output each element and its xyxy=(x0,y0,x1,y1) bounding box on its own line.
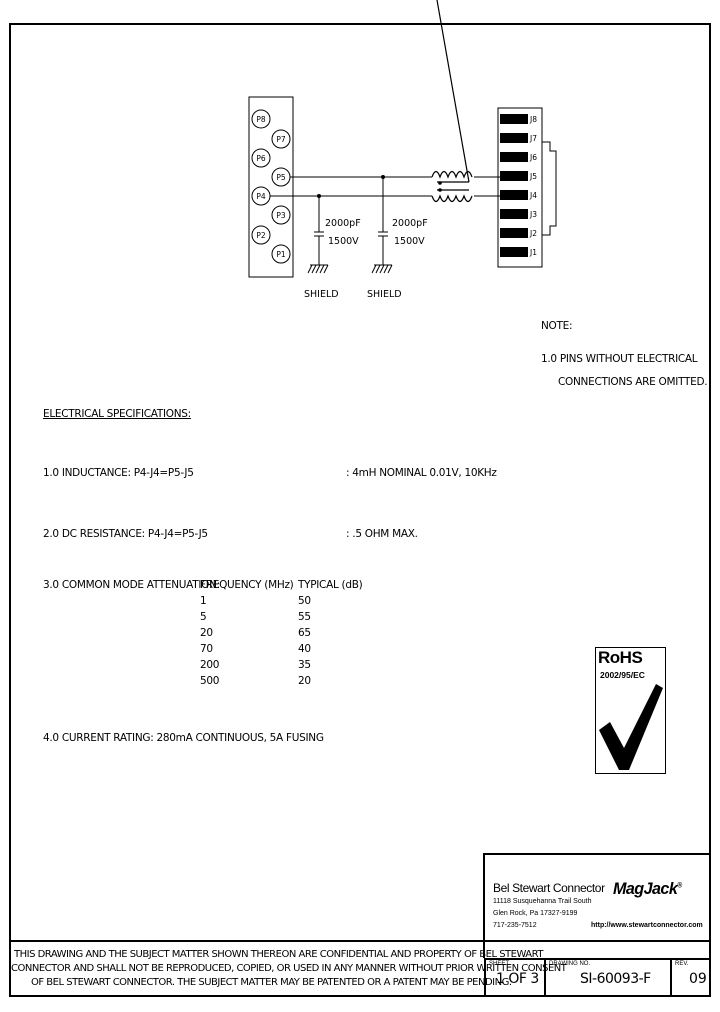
pin-label-p2: P2 xyxy=(256,231,266,240)
company-phone: 717-235-7512 xyxy=(493,922,537,929)
magjack-logo-text: MagJack xyxy=(613,879,678,898)
spec-inductance-label: 1.0 INDUCTANCE: P4-J4=P5-J5 xyxy=(43,467,194,479)
attenuation-freq-cell: 5 xyxy=(200,611,207,623)
polarity-dot xyxy=(438,181,442,185)
drawing-sheet-border xyxy=(9,23,711,997)
drawing-number-cell: DRAWING NO. SI-60093-F xyxy=(544,958,670,997)
attenuation-col-typical: TYPICAL (dB) xyxy=(298,579,363,591)
company-name: Bel Stewart Connector xyxy=(493,881,605,895)
jack-contacts xyxy=(500,114,528,257)
spec-dc-resistance-value: : .5 OHM MAX. xyxy=(346,528,418,540)
spec-inductance-value: : 4mH NOMINAL 0.01V, 10KHz xyxy=(346,467,497,479)
ground-label: SHIELD xyxy=(367,289,402,300)
attenuation-freq-cell: 200 xyxy=(200,659,220,671)
rohs-directive: 2002/95/EC xyxy=(600,670,645,680)
rohs-logo: RoHS 2002/95/EC xyxy=(595,647,666,774)
pin-label-p7: P7 xyxy=(276,135,286,144)
pin-label-p5: P5 xyxy=(276,173,286,182)
drawing-number-label: DRAWING NO. xyxy=(549,961,591,967)
jack-latch-tab xyxy=(542,141,557,236)
jack-connector-outline xyxy=(497,107,543,268)
pin-circle-p1 xyxy=(271,244,291,264)
attenuation-freq-cell: 70 xyxy=(200,643,213,655)
spec-dc-resistance-label: 2.0 DC RESISTANCE: P4-J4=P5-J5 xyxy=(43,528,208,540)
capacitor-value-label: 2000pF xyxy=(325,218,361,229)
company-address-2: Glen Rock, Pa 17327-9199 xyxy=(493,910,578,917)
revision-cell: REV. 09 xyxy=(670,958,711,997)
pin-circle-p3 xyxy=(271,205,291,225)
jack-label-j5: J5 xyxy=(529,172,537,181)
company-address-1: 11118 Susquehanna Trail South xyxy=(493,898,592,905)
sheet-cell: SHEET 1 OF 3 xyxy=(484,958,544,997)
checkmark-icon xyxy=(599,684,663,770)
specs-heading: ELECTRICAL SPECIFICATIONS: xyxy=(43,408,191,420)
pin-label-p1: P1 xyxy=(276,250,286,259)
attenuation-typ-cell: 50 xyxy=(298,595,311,607)
attenuation-freq-cell: 1 xyxy=(200,595,207,607)
common-mode-choke xyxy=(431,0,473,203)
notes-title: NOTE: xyxy=(541,320,573,332)
capacitor-voltage-label: 1500V xyxy=(328,236,359,247)
plug-connector-outline xyxy=(248,96,294,278)
confidential-line-2: CONNECTOR AND SHALL NOT BE REPRODUCED, C… xyxy=(11,963,567,974)
confidential-line-1: THIS DRAWING AND THE SUBJECT MATTER SHOW… xyxy=(14,949,543,960)
pin-label-p3: P3 xyxy=(276,211,286,220)
company-website-link[interactable]: http://www.stewartconnector.com xyxy=(591,922,703,929)
schematic-diagram: P8 P7 P6 P5 P4 P3 P2 P1 xyxy=(248,0,557,300)
sheet-value: 1 OF 3 xyxy=(496,971,539,987)
jack-label-j2: J2 xyxy=(529,229,537,238)
pin-circle-p6 xyxy=(251,148,271,168)
capacitor-value-label: 2000pF xyxy=(392,218,428,229)
jack-label-j1: J1 xyxy=(529,248,537,257)
title-block: Bel Stewart Connector 11118 Susquehanna … xyxy=(483,853,711,997)
pin-circle-p8 xyxy=(251,109,271,129)
rohs-title: RoHS xyxy=(598,648,643,667)
jack-label-j7: J7 xyxy=(529,134,537,143)
registered-mark: ® xyxy=(677,882,682,890)
revision-label: REV. xyxy=(675,961,689,967)
pin-circle-p7 xyxy=(271,129,291,149)
pin-circle-p2 xyxy=(251,225,271,245)
notes-line-1: 1.0 PINS WITHOUT ELECTRICAL xyxy=(541,353,698,365)
bottom-strip-top-border xyxy=(9,940,711,942)
attenuation-typ-cell: 35 xyxy=(298,659,311,671)
jack-label-j6: J6 xyxy=(529,153,537,162)
attenuation-freq-cell: 20 xyxy=(200,627,213,639)
attenuation-typ-cell: 40 xyxy=(298,643,311,655)
confidential-line-3: OF BEL STEWART CONNECTOR. THE SUBJECT MA… xyxy=(31,977,512,988)
polarity-dot xyxy=(438,188,442,192)
revision-value: 09 xyxy=(689,971,707,987)
drawing-number-value: SI-60093-F xyxy=(580,971,651,987)
jack-label-j8: J8 xyxy=(529,115,537,124)
title-block-left-border xyxy=(483,853,485,958)
attenuation-col-frequency: FREQUENCY (MHz) xyxy=(200,579,294,591)
attenuation-typ-cell: 20 xyxy=(298,675,311,687)
attenuation-typ-cell: 65 xyxy=(298,627,311,639)
notes-line-2: CONNECTIONS ARE OMITTED. xyxy=(558,376,708,388)
spec-attenuation-label: 3.0 COMMON MODE ATTENUATION: xyxy=(43,579,220,591)
pin-label-p6: P6 xyxy=(256,154,266,163)
jack-label-j4: J4 xyxy=(529,191,537,200)
title-block-top-border xyxy=(483,853,711,855)
sheet-label: SHEET xyxy=(489,961,510,967)
pin-label-p4: P4 xyxy=(256,192,266,201)
attenuation-typ-cell: 55 xyxy=(298,611,311,623)
spec-current-rating: 4.0 CURRENT RATING: 280mA CONTINUOUS, 5A… xyxy=(43,732,324,744)
pin-label-p8: P8 xyxy=(256,115,266,124)
magjack-logo: MagJack® xyxy=(613,879,682,899)
attenuation-freq-cell: 500 xyxy=(200,675,220,687)
jack-label-j3: J3 xyxy=(529,210,537,219)
capacitor-voltage-label: 1500V xyxy=(394,236,425,247)
ground-label: SHIELD xyxy=(304,289,339,300)
